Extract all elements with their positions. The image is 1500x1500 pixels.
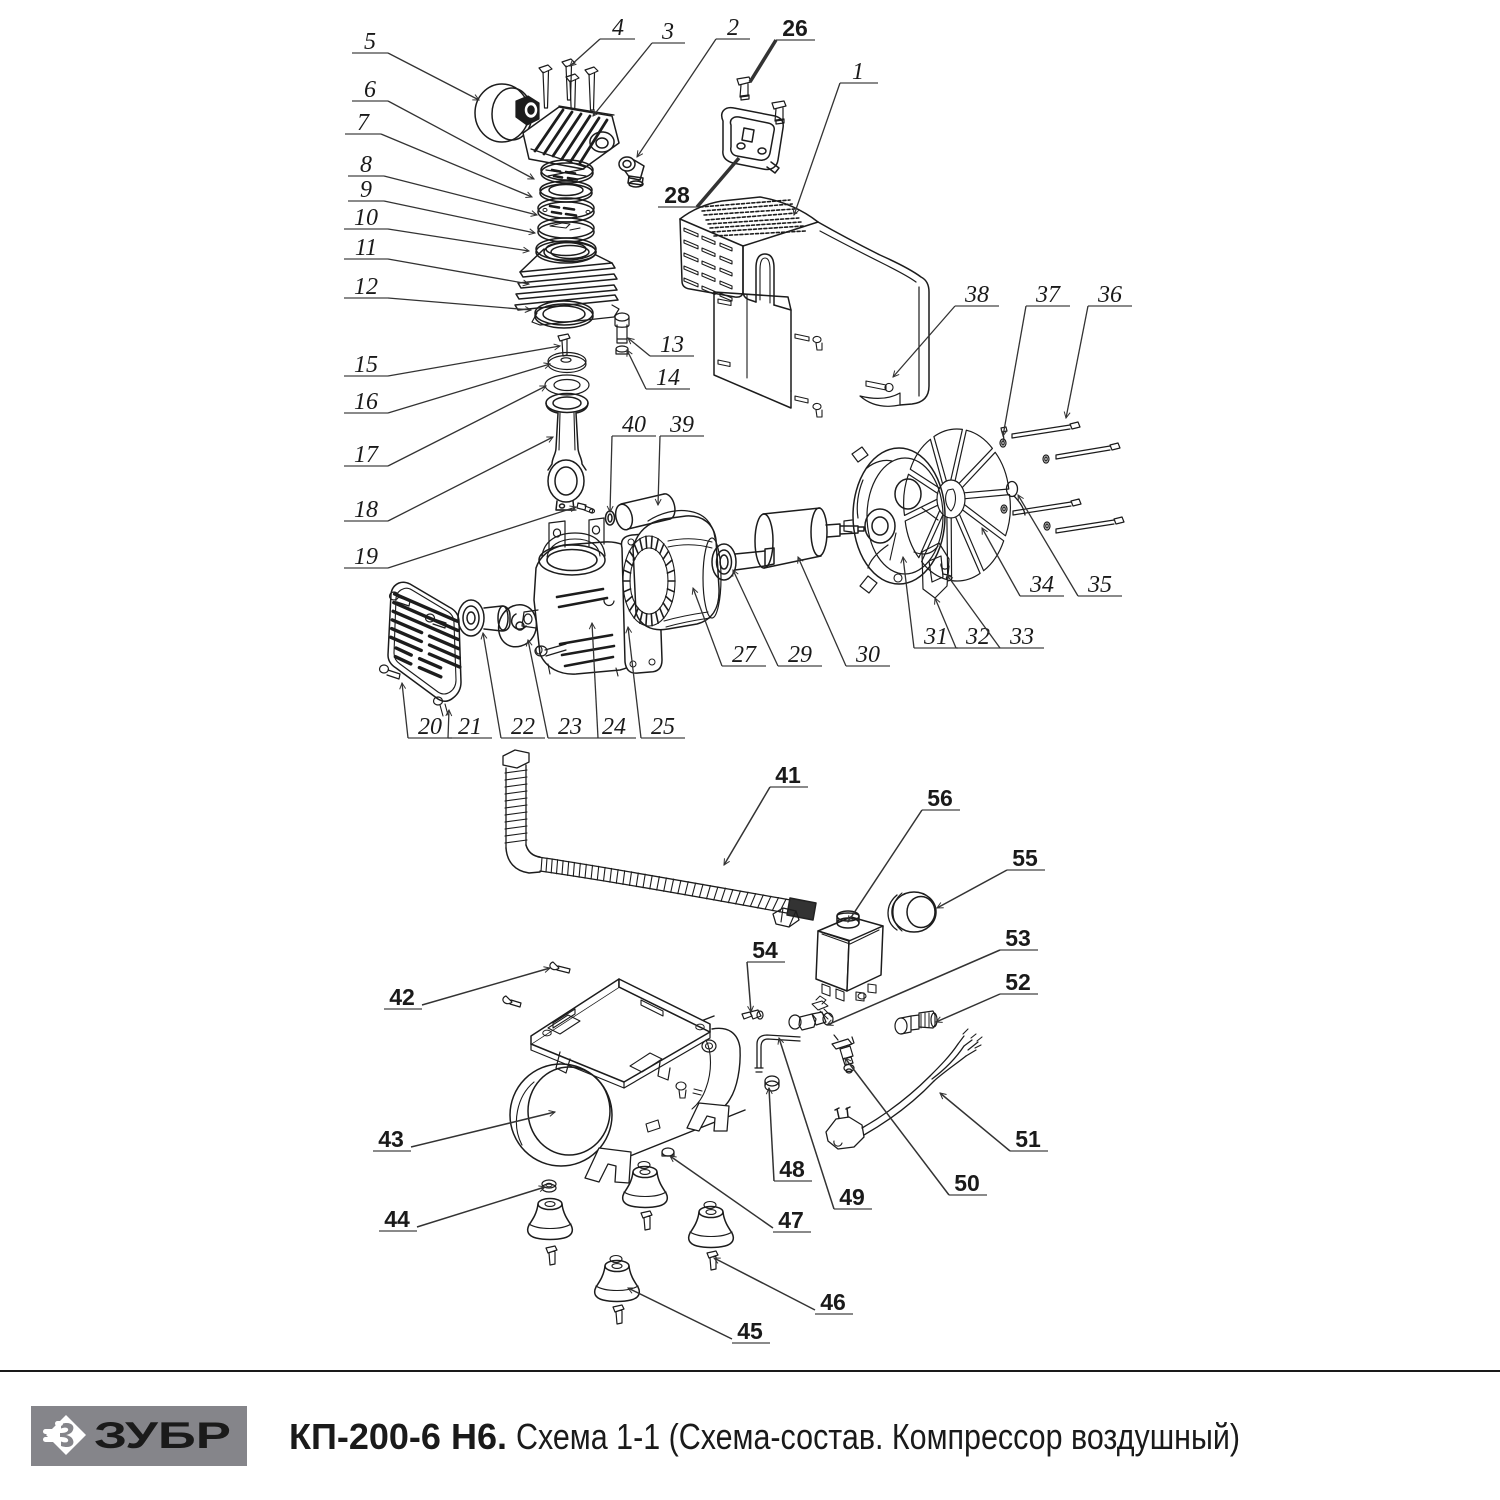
svg-text:28: 28 xyxy=(664,182,690,208)
svg-text:4: 4 xyxy=(612,15,624,41)
svg-text:27: 27 xyxy=(732,642,757,668)
svg-text:46: 46 xyxy=(820,1289,846,1315)
svg-text:48: 48 xyxy=(779,1156,805,1182)
svg-text:37: 37 xyxy=(1035,282,1061,308)
svg-text:20: 20 xyxy=(418,714,442,740)
svg-text:51: 51 xyxy=(1015,1126,1041,1152)
svg-text:1: 1 xyxy=(852,59,864,85)
svg-text:50: 50 xyxy=(954,1170,980,1196)
svg-text:42: 42 xyxy=(389,984,415,1010)
svg-text:12: 12 xyxy=(354,274,378,300)
svg-text:45: 45 xyxy=(737,1318,763,1344)
svg-text:25: 25 xyxy=(651,714,675,740)
svg-text:30: 30 xyxy=(855,642,880,668)
svg-text:43: 43 xyxy=(378,1126,404,1152)
svg-text:56: 56 xyxy=(927,785,953,811)
svg-text:41: 41 xyxy=(775,762,801,788)
svg-text:36: 36 xyxy=(1097,282,1122,308)
svg-text:40: 40 xyxy=(622,412,646,438)
svg-text:31: 31 xyxy=(923,624,948,650)
svg-text:53: 53 xyxy=(1005,925,1031,951)
svg-text:47: 47 xyxy=(778,1207,804,1233)
svg-text:ЗУБР: ЗУБР xyxy=(94,1415,231,1456)
svg-text:49: 49 xyxy=(839,1184,865,1210)
svg-text:Схема 1-1 (Схема-состав. Компр: Схема 1-1 (Схема-состав. Компрессор возд… xyxy=(516,1416,1240,1457)
svg-text:2: 2 xyxy=(727,15,739,41)
svg-text:26: 26 xyxy=(782,15,808,41)
svg-text:32: 32 xyxy=(965,624,990,650)
svg-text:16: 16 xyxy=(354,389,378,415)
svg-text:КП-200-6 Н6.: КП-200-6 Н6. xyxy=(289,1416,507,1457)
svg-text:9: 9 xyxy=(360,177,372,203)
svg-text:5: 5 xyxy=(364,29,376,55)
svg-text:55: 55 xyxy=(1012,845,1038,871)
svg-text:24: 24 xyxy=(602,714,626,740)
svg-text:35: 35 xyxy=(1087,572,1112,598)
svg-text:54: 54 xyxy=(752,937,778,963)
svg-text:7: 7 xyxy=(357,110,370,136)
svg-text:29: 29 xyxy=(788,642,812,668)
svg-text:3: 3 xyxy=(661,19,674,45)
svg-text:13: 13 xyxy=(660,332,684,358)
svg-text:39: 39 xyxy=(669,412,694,438)
svg-text:23: 23 xyxy=(558,714,582,740)
svg-text:11: 11 xyxy=(355,235,377,261)
svg-text:34: 34 xyxy=(1029,572,1054,598)
svg-text:6: 6 xyxy=(364,77,376,103)
svg-text:14: 14 xyxy=(656,365,680,391)
svg-text:22: 22 xyxy=(511,714,535,740)
svg-text:8: 8 xyxy=(360,152,372,178)
svg-text:17: 17 xyxy=(354,442,379,468)
svg-text:10: 10 xyxy=(354,205,378,231)
svg-text:44: 44 xyxy=(384,1206,410,1232)
svg-text:18: 18 xyxy=(354,497,378,523)
svg-text:33: 33 xyxy=(1009,624,1034,650)
svg-text:52: 52 xyxy=(1005,969,1031,995)
svg-text:19: 19 xyxy=(354,544,378,570)
svg-text:38: 38 xyxy=(964,282,989,308)
svg-text:15: 15 xyxy=(354,352,378,378)
svg-text:21: 21 xyxy=(458,714,482,740)
